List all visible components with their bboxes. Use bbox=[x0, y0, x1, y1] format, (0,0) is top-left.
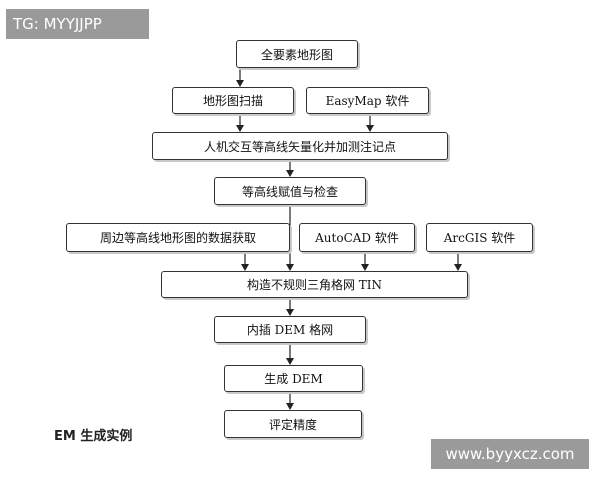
watermark-bottom: www.byyxcz.com bbox=[431, 439, 589, 469]
node-surrounding-data-acquisition: 周边等高线地形图的数据获取 bbox=[66, 223, 290, 252]
node-accuracy-assessment: 评定精度 bbox=[224, 410, 362, 438]
node-build-tin: 构造不规则三角格网 TIN bbox=[161, 271, 468, 298]
node-map-scanning: 地形图扫描 bbox=[172, 87, 294, 114]
node-easymap-software: EasyMap 软件 bbox=[306, 87, 429, 114]
node-contour-assign-check: 等高线赋值与检查 bbox=[214, 177, 366, 205]
node-contour-vectorization: 人机交互等高线矢量化并加测注记点 bbox=[152, 132, 448, 160]
node-full-topographic-map: 全要素地形图 bbox=[236, 40, 358, 68]
node-generate-dem: 生成 DEM bbox=[224, 365, 363, 392]
node-interpolate-dem-grid: 内插 DEM 格网 bbox=[214, 316, 366, 343]
figure-caption: EM 生成实例 bbox=[54, 429, 133, 444]
node-arcgis-software: ArcGIS 软件 bbox=[426, 223, 533, 252]
watermark-top: TG: MYYJJPP bbox=[6, 9, 149, 39]
node-autocad-software: AutoCAD 软件 bbox=[299, 223, 415, 252]
